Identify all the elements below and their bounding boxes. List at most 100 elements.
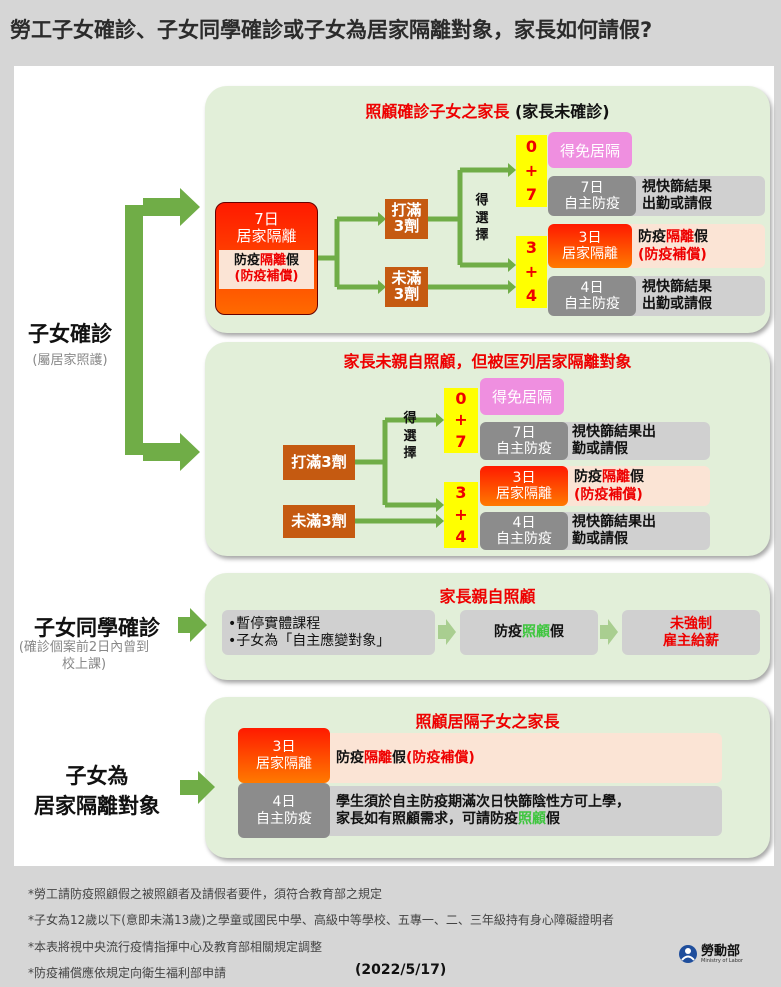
text-panel-a-y1-1: +	[524, 161, 539, 180]
main-arrow-bar	[125, 205, 143, 455]
element	[318, 167, 508, 524]
text-panel-a-home3-l2: 居家隔離	[562, 246, 618, 262]
text-panel-a-leave-c: 假	[694, 228, 708, 245]
text-panel-c-care-a: 防疫	[494, 624, 522, 641]
element: 防疫隔離假	[574, 468, 710, 486]
element	[125, 188, 618, 804]
element	[685, 948, 691, 954]
text-panel-c-bullet1: •暫停實體課程	[228, 615, 321, 632]
home-isolation-3day: 3日居家隔離	[548, 224, 632, 268]
text-panel-a-self4-l1: 4日	[512, 514, 536, 531]
text-panel-a-y1-0: 0	[455, 388, 467, 408]
text-panel-c-bullet2: •子女為「自主應變對象」	[228, 632, 391, 649]
text-panel-a-self4-l1: 4日	[272, 794, 296, 811]
element	[508, 163, 516, 177]
text-panel-a-y2-2: 4	[525, 286, 538, 305]
quarantine-leave-note: 防疫隔離假(防疫補償)	[550, 466, 710, 506]
element	[600, 619, 618, 645]
quarantine-leave-note: 防疫隔離假(防疫補償)	[300, 733, 722, 783]
text-panel-a-y2-1: +	[524, 262, 539, 281]
home-isolation-3day: 3日居家隔離	[238, 728, 330, 783]
text-panel-d-text2-l2c: 假	[546, 811, 560, 827]
text-panel-a-leave-c: 假	[630, 468, 644, 485]
text-panel-a-choose-1: 選	[475, 210, 489, 226]
text-panel-a-leave-c: 假	[392, 749, 406, 766]
self-prevention-7day: 7日自主防疫	[480, 422, 568, 460]
text-panel-a-leave-b: 隔離	[602, 468, 630, 485]
text-panel-a-rapid-l2: 出勤或請假	[642, 296, 712, 312]
label-isolated-1: 子女為	[65, 764, 129, 788]
text-panel-c-pay-l2: 雇主給薪	[663, 632, 719, 649]
text-panel-a-title-black: (家長未確診)	[509, 102, 610, 121]
text-panel-a-y2-0: 3	[525, 238, 538, 257]
class-suspension-box: •暫停實體課程•子女為「自主應變對象」	[222, 610, 435, 655]
text-panel-a-comp: (防疫補償)	[406, 749, 475, 766]
self-prevention-4day: 4日自主防疫	[548, 276, 636, 316]
text-panel-a-leave-a: 防疫	[574, 468, 602, 485]
text-panel-b-rapid-l1: 視快篩結果出	[572, 514, 656, 531]
text-panel-a-full-l1: 打滿	[391, 201, 422, 220]
text-panel-a-notfull-l1: 未滿	[391, 269, 422, 288]
pay-not-mandatory-box: 未強制雇主給薪	[622, 610, 760, 655]
element	[378, 163, 516, 528]
text-panel-a-comp: (防疫補償)	[574, 487, 643, 503]
text-panel-c-care-c: 假	[550, 624, 564, 641]
option-0-plus-7: 0+7	[516, 135, 547, 207]
label-child-confirmed: 子女確診	[28, 322, 112, 346]
element: 家長如有照顧需求，可請防疫照顧假	[336, 811, 722, 828]
element	[318, 216, 378, 290]
leave-type: 防疫隔離假 (防疫補償)	[219, 249, 314, 290]
text-panel-a-home3-l2: 居家隔離	[256, 755, 312, 772]
text-panel-a-leave-b: 隔離	[259, 252, 286, 268]
text-panel-a-leave-a: 防疫	[336, 749, 364, 766]
option-0-plus-7: 0+7	[444, 388, 478, 453]
text-panel-b-rapid-l2: 勤或請假	[572, 531, 628, 547]
text-panel-d-text2-l1: 學生須於自主防疫期滿次日快篩陰性方可上學，	[336, 794, 630, 811]
text-panel-a-self4-l2: 自主防疫	[564, 296, 620, 312]
text-panel-a-comp: (防疫補償)	[234, 269, 299, 285]
text-panel-a-y2-1: +	[454, 505, 468, 524]
element	[508, 258, 516, 272]
text-panel-a-start-l1: 7日	[254, 210, 279, 228]
not-fully-vaccinated-box: 未滿3劑	[283, 505, 355, 538]
date-label: (2022/5/17)	[355, 962, 447, 978]
home-isolation-7day: 7日 居家隔離 防疫隔離假 (防疫補償)	[215, 202, 318, 315]
text-panel-a-rapid-l1: 視快篩結果	[642, 179, 712, 196]
text-panel-a-leave-b: 隔離	[364, 749, 392, 766]
text-panel-a-y1-1: +	[454, 410, 468, 430]
text-panel-a-choose-1: 選	[403, 428, 417, 444]
footnote: *勞工請防疫照顧假之被照顧者及請假者要件，須符合教育部之規定	[28, 887, 383, 901]
panel-c-title: 家長親自照顧	[439, 587, 536, 606]
page-title: 勞工子女確診、子女同學確診或子女為居家隔離對象，家長如何請假?	[10, 18, 653, 42]
panel-a-title: 照顧確診子女之家長 (家長未確診)	[205, 98, 770, 122]
text-panel-c-care-b: 照顧	[522, 624, 550, 641]
rapid-test-note: 視快篩結果出勤或請假	[550, 512, 710, 550]
text-panel-c-pay-l1: 未強制	[670, 615, 712, 632]
text-panel-a-comp: (防疫補償)	[638, 247, 707, 263]
element	[355, 417, 436, 524]
text-panel-a-leave-b: 隔離	[666, 228, 694, 245]
element	[428, 167, 508, 290]
text-panel-a-y1-0: 0	[525, 137, 538, 156]
text-panel-a-choose-0: 得	[475, 193, 489, 208]
text-panel-a-notfull-l2: 3劑	[393, 285, 420, 303]
label-isolated-2: 居家隔離對象	[34, 794, 160, 818]
element	[438, 619, 456, 645]
text-panel-a-home3-l1: 3日	[272, 739, 296, 756]
text-panel-a-leave-a: 防疫	[233, 252, 260, 268]
exempt-isolation: 得免居隔	[548, 132, 632, 168]
text-panel-d-text2-l2b: 照顧	[518, 811, 546, 827]
text-footer-logo: 勞動部	[701, 943, 741, 959]
option-3-plus-4: 3 +4	[516, 236, 547, 308]
arrow-to-panel-a	[143, 188, 200, 226]
element: 防疫隔離假(防疫補償)	[336, 749, 722, 767]
text-panel-a-home3-l1: 3日	[578, 229, 602, 246]
text-footer-logo-en: Ministry of Labor	[701, 957, 743, 964]
text-panel-a-start-l2: 居家隔離	[236, 227, 297, 246]
element	[508, 280, 516, 294]
text-panel-a-home3-l2: 居家隔離	[496, 486, 552, 502]
element	[436, 413, 444, 427]
